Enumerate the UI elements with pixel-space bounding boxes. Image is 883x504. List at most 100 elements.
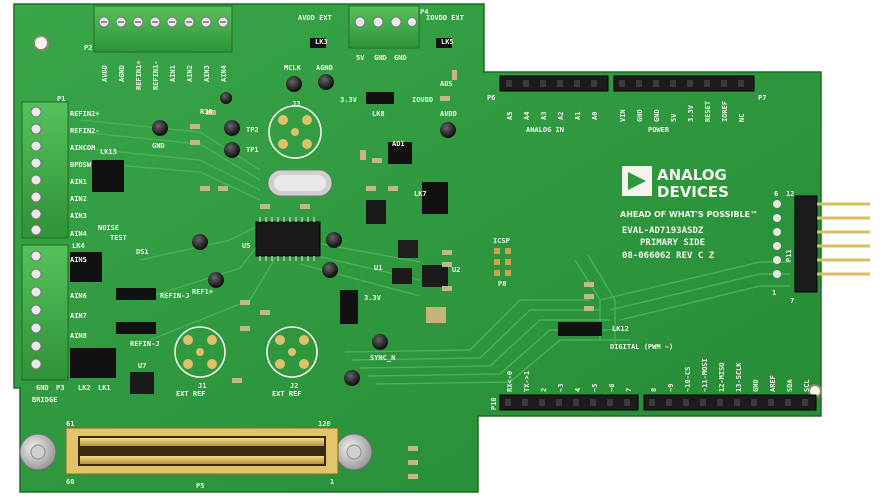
power-pin-label: IOREF bbox=[721, 101, 729, 122]
analog-pin-label: A2 bbox=[557, 112, 565, 120]
jumpers bbox=[70, 38, 602, 378]
power-pin-label: NC bbox=[738, 114, 746, 122]
chip-small bbox=[366, 200, 386, 224]
digital-pin-label: SCL bbox=[803, 379, 811, 392]
label-analog-in: ANALOG IN bbox=[526, 126, 564, 134]
digital-pin-label: ~3 bbox=[557, 384, 565, 392]
label-ds1: DS1 bbox=[136, 248, 149, 256]
label-icsp: ICSP bbox=[493, 237, 510, 245]
chip-u5-adc bbox=[255, 217, 321, 261]
label-lk3: LK3 bbox=[315, 38, 328, 46]
chip-u2 bbox=[422, 265, 448, 287]
terminal-label: AGND bbox=[118, 65, 126, 82]
digital-pin-label: ~9 bbox=[667, 384, 675, 392]
label-p5: P5 bbox=[196, 482, 204, 490]
standoff bbox=[30, 444, 46, 460]
terminal-label: REFIN1- bbox=[152, 60, 160, 90]
standoff bbox=[346, 444, 362, 460]
p4-pin-label: GND bbox=[394, 54, 407, 62]
label-pin6: 6 bbox=[774, 190, 778, 198]
board-side: PRIMARY SIDE bbox=[640, 238, 705, 248]
mounting-hole bbox=[33, 35, 49, 51]
digital-pin-label: ~5 bbox=[591, 384, 599, 392]
terminal-label: REFIN1+ bbox=[135, 60, 143, 90]
header-p11-right-angle bbox=[773, 195, 870, 293]
label-conn-61: 61 bbox=[66, 420, 74, 428]
icsp-pads bbox=[494, 248, 511, 276]
label-bridge: BRIDGE bbox=[32, 396, 57, 404]
label-conn-1: 1 bbox=[330, 478, 334, 486]
chip-u7 bbox=[130, 372, 154, 394]
digital-pin-label: 12-MISO bbox=[718, 362, 726, 392]
label-lk2: LK2 bbox=[78, 384, 91, 392]
p1-pin-label: BPDSW bbox=[70, 161, 92, 169]
terminal-label: AIN1 bbox=[169, 65, 177, 82]
p3-pin-label: AIN5 bbox=[70, 256, 87, 264]
label-r30: R30 bbox=[200, 108, 213, 116]
label-refin2: REFIN-J bbox=[130, 340, 160, 348]
label-p9: P9 bbox=[822, 402, 830, 410]
label-gnd: GND bbox=[152, 142, 165, 150]
label-sync: SYNC_N bbox=[370, 354, 395, 362]
terminal-label: AIN4 bbox=[220, 65, 228, 82]
label-lk1: LK1 bbox=[98, 384, 111, 392]
p1-pin-label: AINCOM bbox=[70, 144, 95, 152]
label-p6: P6 bbox=[487, 94, 495, 102]
capacitor-block bbox=[426, 307, 446, 323]
label-pin1: 1 bbox=[772, 289, 776, 297]
board-name: EVAL-AD7193ASDZ bbox=[622, 226, 704, 236]
digital-pin-label: TX->1 bbox=[523, 371, 531, 392]
label-refin1: REFIN-J bbox=[160, 292, 190, 300]
label-lk12: LK12 bbox=[612, 325, 629, 333]
p1-pin-label: REFIN2+ bbox=[70, 110, 100, 118]
label-j3: J3 bbox=[292, 100, 300, 108]
digital-pin-label: AREF bbox=[769, 375, 777, 392]
p4-pin-label: GND bbox=[374, 54, 387, 62]
p1-pin-label: AIN2 bbox=[70, 195, 87, 203]
label-ads: ADS bbox=[440, 80, 453, 88]
digital-pin-label: ~10-CS bbox=[684, 367, 692, 392]
label-p4: P4 bbox=[420, 8, 428, 16]
digital-pin-label: ~11-MOSI bbox=[701, 358, 709, 392]
label-ref1: REF1+ bbox=[192, 288, 213, 296]
analog-devices-logo bbox=[622, 166, 652, 196]
smd-components bbox=[190, 70, 594, 479]
test-points bbox=[152, 74, 456, 386]
analog-pin-label: A5 bbox=[506, 112, 514, 120]
label-p11: P11 bbox=[785, 249, 793, 262]
label-p2: P2 bbox=[84, 44, 92, 52]
terminal-label: AVDD bbox=[101, 65, 109, 82]
label-tp1: TP1 bbox=[246, 146, 259, 154]
p3-pin-label: AIN6 bbox=[70, 292, 87, 300]
label-3v3b: 3.3V bbox=[364, 294, 382, 302]
header-p7-power bbox=[613, 75, 755, 92]
label-p10: P10 bbox=[490, 397, 498, 410]
label-j2: J2 bbox=[290, 382, 298, 390]
label-noise: NOISE bbox=[98, 224, 119, 232]
header-p10-digital bbox=[499, 394, 639, 411]
label-u2: U2 bbox=[452, 266, 460, 274]
digital-pin-label: ~6 bbox=[608, 384, 616, 392]
label-iovdd-ext: IOVDD EXT bbox=[426, 14, 464, 22]
label-digital: DIGITAL (PWM ~) bbox=[610, 343, 673, 351]
analog-pin-label: A1 bbox=[574, 112, 582, 120]
label-lk13: LK13 bbox=[100, 148, 117, 156]
terminal-block-p3 bbox=[21, 244, 69, 381]
p1-pin-label: AIN1 bbox=[70, 178, 87, 186]
label-ext-ref2: EXT REF bbox=[272, 390, 302, 398]
p3-pin-label: AIN8 bbox=[70, 332, 87, 340]
analog-pin-label: A3 bbox=[540, 112, 548, 120]
terminal-label: AIN2 bbox=[186, 65, 194, 82]
analog-pin-label: A0 bbox=[591, 112, 599, 120]
chip-ad1 bbox=[388, 142, 412, 164]
power-pin-label: VIN bbox=[619, 109, 627, 122]
label-p7: P7 bbox=[758, 94, 766, 102]
label-u7: U7 bbox=[138, 362, 146, 370]
label-u5: U5 bbox=[242, 242, 250, 250]
board-rev: 08-066062 REV C Z bbox=[622, 251, 715, 261]
chip-square bbox=[398, 240, 418, 258]
label-p8: P8 bbox=[498, 280, 506, 288]
power-pin-label: 5V bbox=[670, 113, 678, 122]
label-test: TEST bbox=[110, 234, 127, 242]
